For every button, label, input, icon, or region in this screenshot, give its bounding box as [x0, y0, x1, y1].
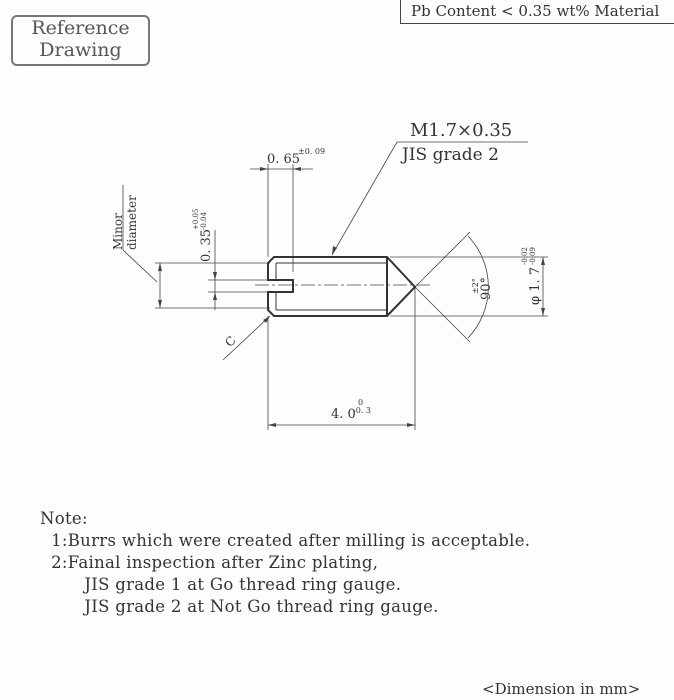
- dimension-unit: <Dimension in mm>: [482, 680, 641, 698]
- diameter-tol-lower: -0.09: [529, 247, 537, 265]
- notes-title: Note:: [40, 509, 88, 528]
- minor-label: Minor: [111, 213, 125, 250]
- diameter-label: diameter: [125, 195, 139, 250]
- length-tol-lower: -0. 3: [353, 406, 371, 415]
- slot-width: 0. 65: [267, 152, 300, 167]
- reference-drawing-stamp: Reference Drawing: [11, 15, 150, 66]
- thread-spec: M1.7×0.35: [410, 120, 512, 141]
- note-line: JIS grade 1 at Go thread ring gauge.: [40, 575, 402, 594]
- slot-depth-tol-lower: -0.04: [200, 212, 208, 230]
- length-tol-upper: 0: [358, 398, 363, 407]
- thread-grade: JIS grade 2: [400, 145, 499, 165]
- notes: Note: 1:Burrs which were created after m…: [40, 508, 530, 618]
- slot-width-tol: ±0. 09: [298, 147, 325, 156]
- stamp-line-2: Drawing: [39, 39, 122, 61]
- note-line: 2:Fainal inspection after Zinc plating,: [40, 553, 379, 572]
- material-note: Pb Content < 0.35 wt% Material: [400, 0, 674, 24]
- length-value: 4. 0: [331, 407, 356, 422]
- angle-tol: ±2°: [471, 278, 480, 294]
- arrowheads: [158, 167, 545, 427]
- note-line: 1:Burrs which were created after milling…: [40, 531, 531, 550]
- diameter-value: φ 1. 7: [528, 267, 543, 305]
- slot-depth: 0. 35: [199, 229, 214, 262]
- dimension-lines: [122, 141, 548, 430]
- stamp-line-1: Reference: [31, 17, 130, 39]
- screw-outline: [267, 256, 417, 317]
- diameter-tol-upper: -0.02: [521, 247, 529, 265]
- angle-value: 90°: [479, 277, 494, 300]
- note-line: JIS grade 2 at Not Go thread ring gauge.: [40, 597, 439, 616]
- slot-depth-tol-upper: +0.05: [192, 209, 200, 230]
